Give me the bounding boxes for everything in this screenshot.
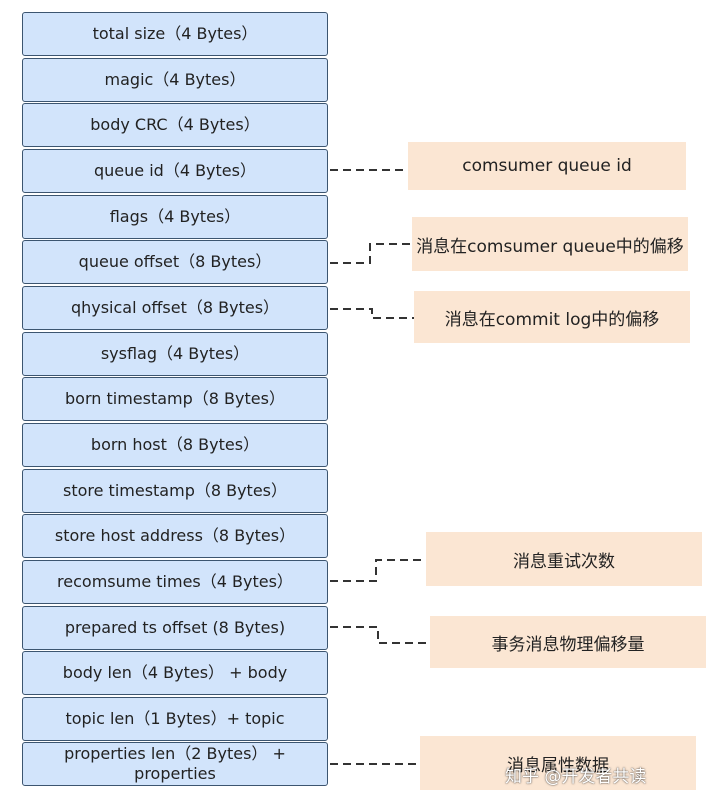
watermark: 知乎 @开发者共读 xyxy=(505,767,647,787)
field-box-physical-offset: qhysical offset（8 Bytes） xyxy=(22,286,328,330)
field-box-body-crc: body CRC（4 Bytes） xyxy=(22,103,328,147)
field-box-prepared-ts-offset: prepared ts offset (8 Bytes) xyxy=(22,606,328,650)
note-properties: 消息属性数据 xyxy=(420,736,696,790)
field-box-queue-offset: queue offset（8 Bytes） xyxy=(22,240,328,284)
field-box-properties-len: properties len（2 Bytes） + properties xyxy=(22,742,328,786)
field-box-queue-id: queue id（4 Bytes） xyxy=(22,149,328,193)
field-box-sysflag: sysflag（4 Bytes） xyxy=(22,332,328,376)
note-commit-log-offset: 消息在commit log中的偏移 xyxy=(414,291,690,343)
connector-queue-offset xyxy=(330,243,410,264)
field-box-flags: flags（4 Bytes） xyxy=(22,195,328,239)
field-box-magic: magic（4 Bytes） xyxy=(22,58,328,102)
field-box-total-size: total size（4 Bytes） xyxy=(22,12,328,56)
field-box-store-host-address: store host address（8 Bytes） xyxy=(22,514,328,558)
note-consumer-queue-id: comsumer queue id xyxy=(408,142,686,190)
connector-reconsume-times xyxy=(330,559,426,582)
note-reconsume-times: 消息重试次数 xyxy=(426,532,702,586)
field-box-born-host: born host（8 Bytes） xyxy=(22,423,328,467)
field-box-store-timestamp: store timestamp（8 Bytes） xyxy=(22,469,328,513)
connector-physical-offset xyxy=(330,308,414,319)
connector-prepared-ts-offset xyxy=(330,626,430,644)
field-box-body-len: body len（4 Bytes） + body xyxy=(22,651,328,695)
field-box-born-timestamp: born timestamp（8 Bytes） xyxy=(22,377,328,421)
note-consumer-queue-offset: 消息在comsumer queue中的偏移 xyxy=(412,217,688,271)
note-transaction-offset: 事务消息物理偏移量 xyxy=(430,616,706,668)
field-box-reconsume-times: recomsume times（4 Bytes） xyxy=(22,560,328,604)
field-box-topic-len: topic len（1 Bytes）+ topic xyxy=(22,697,328,741)
